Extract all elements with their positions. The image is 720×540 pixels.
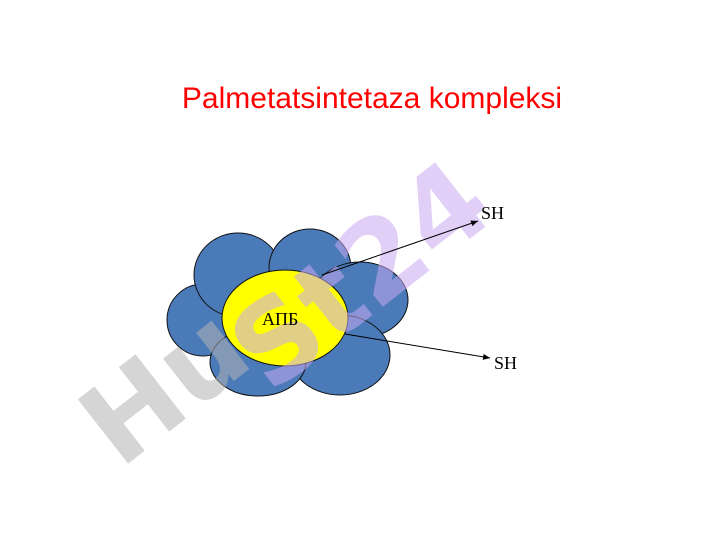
arrow-to-sh-top (321, 220, 479, 276)
sh-label-bottom: SH (494, 353, 517, 373)
sh-label-top: SH (481, 203, 504, 223)
arrow-to-sh-bottom (344, 333, 491, 360)
slide-title: Palmetatsintetaza kompleksi (181, 82, 563, 115)
center-label: АПБ (262, 309, 298, 329)
acp-center (221, 269, 349, 367)
